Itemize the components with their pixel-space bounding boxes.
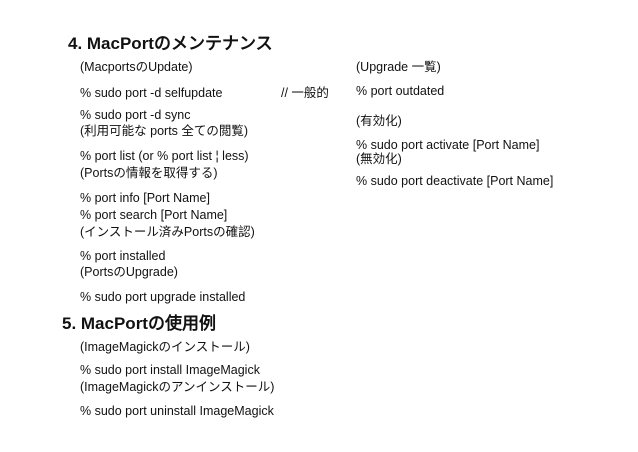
command-port-outdated: % port outdated bbox=[356, 84, 445, 98]
command-deactivate: % sudo port deactivate [Port Name] bbox=[356, 174, 554, 188]
command-upgrade-installed: % sudo port upgrade installed bbox=[80, 290, 246, 304]
list-comment: (利用可能な ports 全ての閲覧) bbox=[80, 124, 249, 138]
command-selfupdate: % sudo port -d selfupdate bbox=[80, 86, 223, 100]
command-port-search: % port search [Port Name] bbox=[80, 208, 228, 222]
section-4-heading: 4. MacPortのメンテナンス bbox=[68, 34, 273, 53]
info-comment: (Portsの情報を取得する) bbox=[80, 166, 218, 180]
command-activate: % sudo port activate [Port Name] bbox=[356, 138, 540, 152]
uninstall-comment: (ImageMagickのアンインストール) bbox=[80, 380, 275, 394]
command-install-imagemagick: % sudo port install ImageMagick bbox=[80, 363, 260, 377]
command-port-list: % port list (or % port list ¦ less) bbox=[80, 149, 249, 163]
command-uninstall-imagemagick: % sudo port uninstall ImageMagick bbox=[80, 404, 274, 418]
command-port-installed: % port installed bbox=[80, 249, 166, 263]
command-sync: % sudo port -d sync bbox=[80, 108, 191, 122]
command-port-info: % port info [Port Name] bbox=[80, 191, 210, 205]
note-general: // 一般的 bbox=[281, 86, 329, 100]
upgrade-list-comment: (Upgrade 一覧) bbox=[356, 60, 441, 74]
install-comment: (ImageMagickのインストール) bbox=[80, 340, 250, 354]
section-5-heading: 5. MacPortの使用例 bbox=[62, 314, 216, 333]
installed-comment: (インストール済みPortsの確認) bbox=[80, 225, 255, 239]
update-comment: (MacportsのUpdate) bbox=[80, 60, 193, 74]
activate-comment: (有効化) bbox=[356, 114, 402, 128]
upgrade-comment: (PortsのUpgrade) bbox=[80, 265, 178, 279]
deactivate-comment: (無効化) bbox=[356, 152, 402, 166]
